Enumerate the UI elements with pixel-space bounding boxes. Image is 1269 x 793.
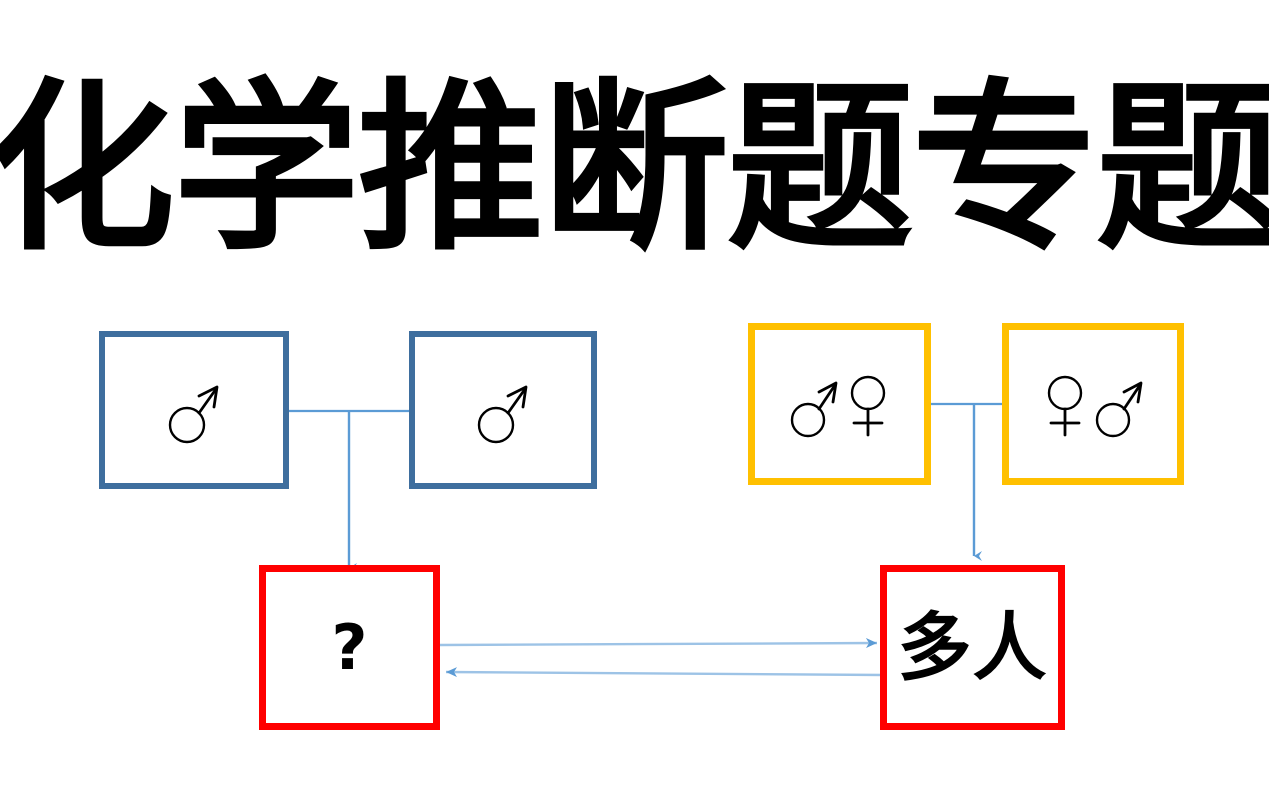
male-symbol-icon [477,385,528,444]
page-title: 化学推断题专题 [0,63,1269,276]
node-question-label: ? [331,610,368,684]
male-symbol-icon [1095,381,1143,438]
connector-yellow-pair-join [931,402,1003,561]
connector-red-left-to-right [439,638,878,649]
connector-blue-pair-join [288,409,409,573]
node-many-label: 多人 [897,604,1048,691]
gender-symbol-group-male [473,374,533,446]
female-symbol-icon [1047,375,1083,437]
gender-symbol-group-female-male [1040,367,1146,441]
node-many[interactable]: 多人 [880,565,1065,730]
node-yellow-left[interactable] [748,323,931,485]
male-symbol-icon [790,381,837,438]
node-question[interactable]: ? [259,565,440,730]
node-blue-left[interactable] [99,331,289,489]
node-yellow-right[interactable] [1002,323,1184,485]
gender-symbol-group-male-female [787,367,893,441]
gender-symbol-group-male [164,374,224,446]
female-symbol-icon [850,375,885,437]
connector-red-right-to-left [445,667,885,678]
node-blue-right[interactable] [409,331,597,489]
male-symbol-icon [168,385,219,444]
